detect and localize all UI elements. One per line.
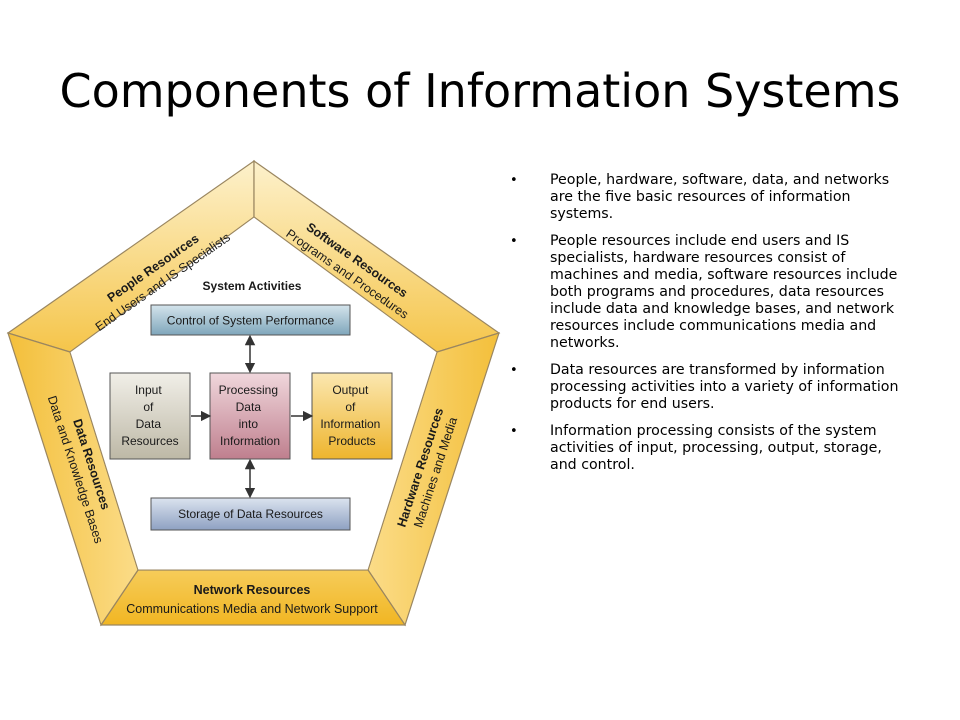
is-components-diagram: People Resources End Users and IS Specia… [0,150,510,640]
slide-title: Components of Information Systems [59,64,901,118]
storage-box [150,497,351,531]
bullet-item: Data resources are transformed by inform… [510,362,910,413]
bullet-item: People, hardware, software, data, and ne… [510,172,910,223]
output-label: Output of Information Products [320,383,383,448]
storage-label: Storage of Data Resources [178,507,323,521]
bullet-item: Information processing consists of the s… [510,423,910,474]
processing-label: Processing Data into Information [219,383,282,448]
input-label: Input of Data Resources [121,383,178,448]
pentagon-diagram: People Resources End Users and IS Specia… [6,159,501,627]
network-resources-panel [99,569,407,626]
network-resources-subtitle: Communications Media and Network Support [126,602,378,616]
network-resources-title: Network Resources [194,583,311,597]
system-activities-title: System Activities [203,279,302,293]
bullet-item: People resources include end users and I… [510,233,910,352]
output-box [311,372,393,460]
control-label: Control of System Performance [167,314,335,328]
input-box [109,372,191,460]
bullet-list: People, hardware, software, data, and ne… [510,172,910,484]
